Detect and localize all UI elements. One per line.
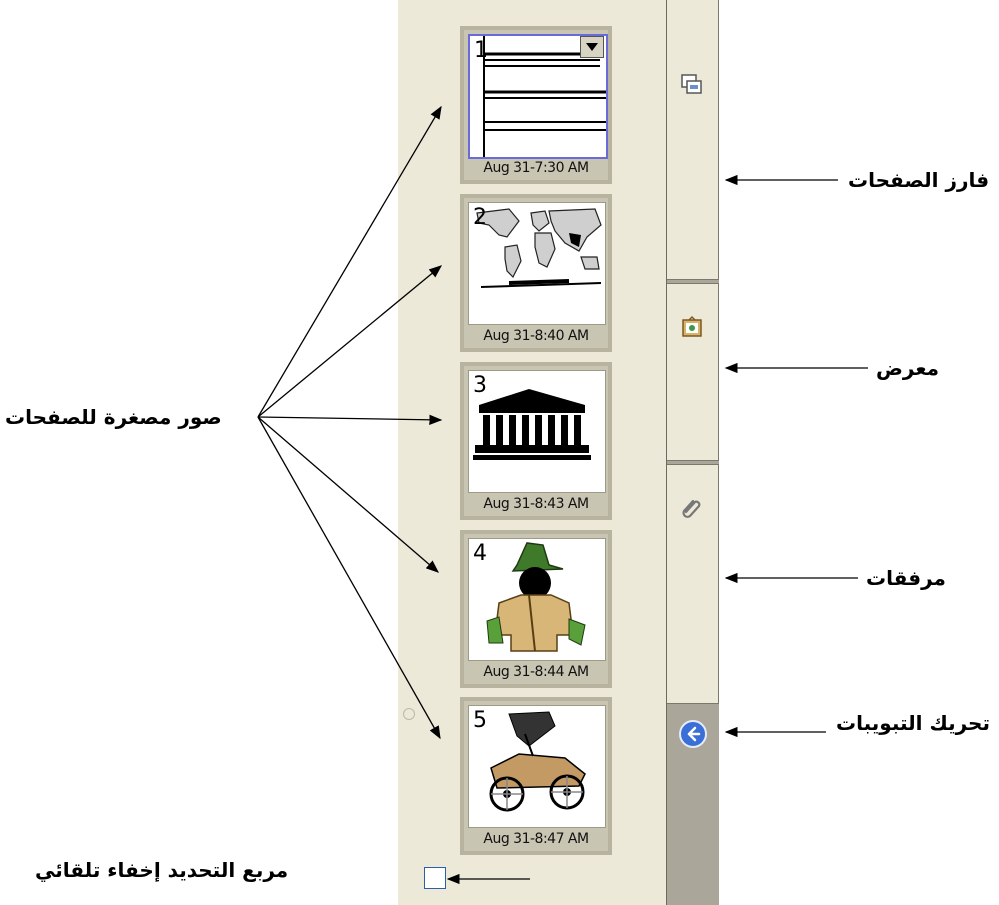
page-number: 4	[473, 541, 487, 566]
thumbnail-timestamp: Aug 31-8:43 AM	[483, 496, 589, 512]
page-thumbnail-4[interactable]: 4 Aug 31-8:44 AM	[460, 530, 612, 688]
temple-image	[473, 389, 591, 460]
page-thumbnail-1[interactable]: 1 Aug 31-7:30 AM	[460, 26, 612, 184]
page-sorter-icon	[679, 72, 705, 98]
label-gallery: معرض	[876, 356, 940, 380]
page-number: 5	[473, 708, 487, 733]
page-number: 2	[473, 205, 487, 230]
label-attachments: مرفقات	[866, 566, 946, 590]
page-number: 1	[474, 38, 488, 63]
label-thumbnails: صور مصغرة للصفحات	[5, 405, 222, 429]
page-thumbnail-5[interactable]: 5 Aug 31-8:47 AM	[460, 697, 612, 855]
thumbnail-timestamp: Aug 31-8:47 AM	[483, 831, 589, 847]
dropdown-arrow-icon	[586, 43, 598, 51]
paperclip-icon	[679, 495, 705, 521]
gallery-icon	[679, 314, 705, 340]
label-auto-hide: مربع التحديد إخفاء تلقائي	[35, 858, 289, 882]
auto-hide-checkbox[interactable]	[424, 867, 446, 889]
thumbnail-timestamp: Aug 31-7:30 AM	[483, 160, 589, 176]
move-tabs-button[interactable]	[679, 720, 707, 748]
world-map-image	[476, 208, 602, 288]
page-thumbnail-2[interactable]: 2 Aug 31-8:40 AM	[460, 194, 612, 352]
tab-gallery[interactable]	[667, 283, 719, 461]
tab-strip	[666, 0, 719, 905]
left-arrow-circle-icon	[687, 726, 701, 742]
page-thumbnail-3[interactable]: 3 Aug 31-8:43 AM	[460, 362, 612, 520]
car-image	[489, 711, 586, 812]
thumbnail-timestamp: Aug 31-8:44 AM	[483, 664, 589, 680]
tab-page-sorter[interactable]	[667, 0, 719, 280]
label-move-tabs: تحريك التبويبات	[836, 711, 990, 735]
thumbnail-timestamp: Aug 31-8:40 AM	[483, 328, 589, 344]
thumb-menu-button[interactable]	[580, 36, 604, 58]
label-page-sorter: فارز الصفحات	[848, 168, 990, 192]
tab-attachments[interactable]	[667, 464, 719, 704]
page-number: 3	[473, 373, 487, 398]
hunter-image	[486, 542, 586, 652]
scroll-indicator	[403, 708, 415, 720]
